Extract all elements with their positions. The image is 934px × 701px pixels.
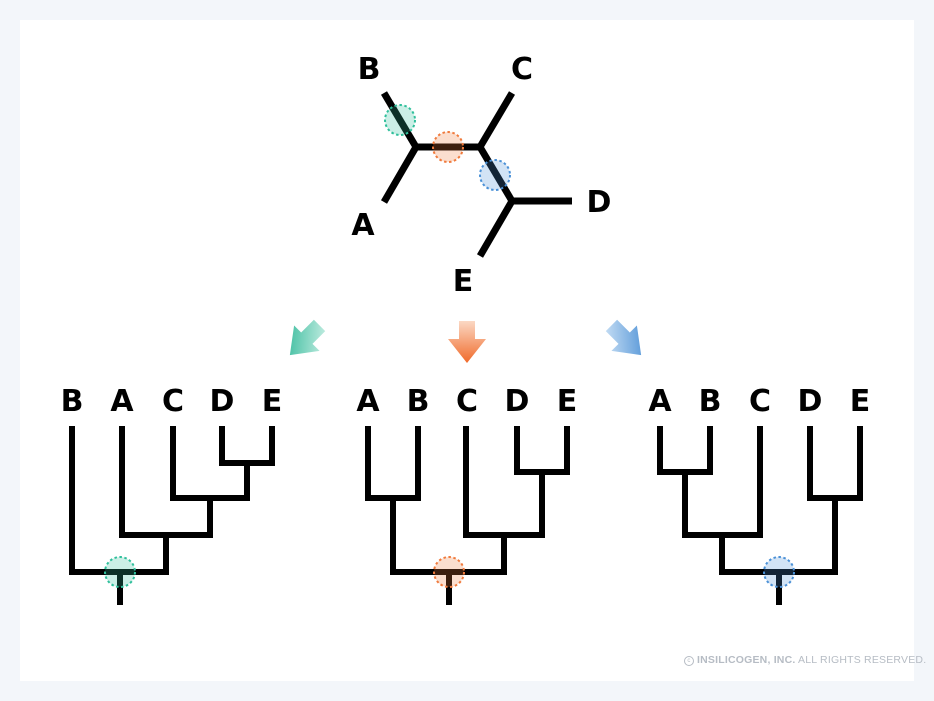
blue-arrow-icon bbox=[605, 319, 642, 356]
rooted-tree-1: B A C D E bbox=[61, 384, 283, 605]
root-marker bbox=[433, 556, 465, 588]
clade-ab bbox=[365, 426, 421, 501]
rooted-tree-3: A B C D E bbox=[648, 384, 871, 605]
leaf-label: C bbox=[162, 384, 184, 419]
clade-acde bbox=[119, 426, 213, 538]
clade-de bbox=[219, 426, 275, 466]
leaf-label: C bbox=[456, 384, 478, 419]
leaf-label: A bbox=[110, 384, 134, 419]
root-marker bbox=[104, 556, 136, 588]
leaf-label: A bbox=[356, 384, 380, 419]
leaf-label: B bbox=[407, 384, 430, 419]
teal-arrow-icon bbox=[289, 319, 326, 356]
unrooted-labels: A B C D E bbox=[351, 52, 611, 299]
leaf-label: B bbox=[61, 384, 84, 419]
orange-root-marker bbox=[432, 131, 464, 163]
branch-c bbox=[476, 91, 516, 149]
clade-de bbox=[514, 426, 570, 475]
orange-arrow-icon bbox=[448, 321, 486, 363]
branch-a bbox=[380, 145, 420, 204]
leaf-label: E bbox=[262, 384, 283, 419]
label-c: C bbox=[511, 52, 533, 87]
leaf-label: C bbox=[749, 384, 771, 419]
leaf-label: E bbox=[850, 384, 871, 419]
blue-root-marker bbox=[479, 159, 511, 191]
branch-b bbox=[380, 91, 420, 149]
leaf-label: B bbox=[699, 384, 722, 419]
clade-ab bbox=[657, 426, 713, 475]
branch-ce-link bbox=[476, 145, 516, 203]
clade-abc bbox=[682, 426, 763, 538]
label-d: D bbox=[587, 185, 612, 220]
leaf-label: D bbox=[505, 384, 530, 419]
unrooted-root-markers bbox=[384, 104, 511, 191]
clade-de bbox=[807, 426, 863, 501]
unrooted-tree bbox=[380, 91, 572, 258]
label-e: E bbox=[453, 264, 474, 299]
copyright-icon: c bbox=[684, 656, 694, 666]
leaf-label: D bbox=[210, 384, 235, 419]
leaf-label: A bbox=[648, 384, 672, 419]
rights-text: ALL RIGHTS RESERVED. bbox=[798, 654, 927, 666]
label-b: B bbox=[358, 52, 381, 87]
label-a: A bbox=[351, 208, 375, 243]
teal-root-marker bbox=[384, 104, 416, 136]
rooted-tree-2: A B C D E bbox=[356, 384, 578, 605]
branch-e bbox=[476, 199, 516, 258]
leaf-label: D bbox=[798, 384, 823, 419]
leaf-label: E bbox=[557, 384, 578, 419]
root-marker bbox=[763, 556, 795, 588]
company-name: INSILICOGEN, INC. bbox=[697, 654, 796, 666]
clade-cde bbox=[463, 426, 545, 538]
